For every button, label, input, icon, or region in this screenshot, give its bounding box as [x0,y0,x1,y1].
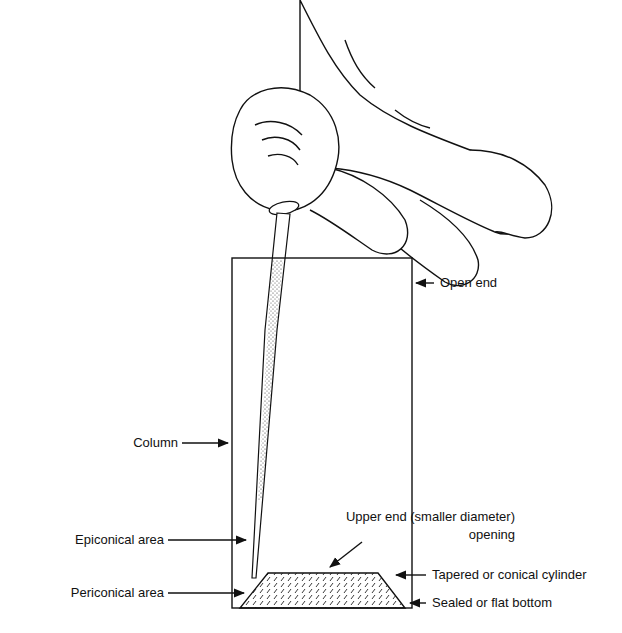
part-label: Upper end (smaller diameter) opening [300,508,515,544]
part-label: Tapered or conical cylinder [432,566,587,584]
conical-cylinder [240,573,405,608]
column-tube [232,258,412,608]
leader-arrows [168,283,434,603]
pipette [252,199,300,578]
end-label: Open end [440,274,497,292]
area-label: Epiconical area [75,531,164,549]
area-label: Periconical area [71,584,164,602]
part-label: Column [133,434,178,452]
part-label: Sealed or flat bottom [432,594,552,612]
